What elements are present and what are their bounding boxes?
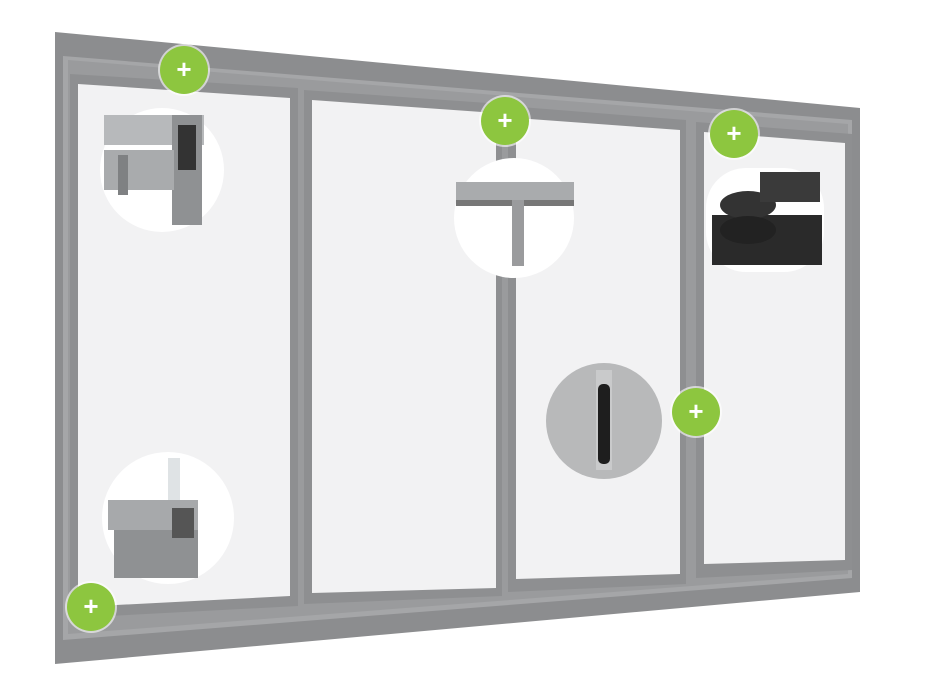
hotspot-center-joint-button[interactable]: + xyxy=(481,97,529,145)
panel-2-glass xyxy=(312,100,496,593)
plus-icon: + xyxy=(176,54,192,84)
plus-icon: + xyxy=(83,591,99,621)
detail-top-profile xyxy=(100,108,224,232)
hotspot-handle-button[interactable]: + xyxy=(672,388,720,436)
detail-roller xyxy=(706,168,824,272)
detail-handle xyxy=(546,363,662,479)
hotspot-roller-button[interactable]: + xyxy=(710,110,758,158)
plus-icon: + xyxy=(688,396,704,426)
detail-center-joint xyxy=(454,158,574,278)
plus-icon: + xyxy=(726,118,742,148)
plus-icon: + xyxy=(497,105,513,135)
detail-bottom-profile xyxy=(102,452,234,584)
hotspot-top-rail-button[interactable]: + xyxy=(160,46,208,94)
hotspot-bottom-track-button[interactable]: + xyxy=(67,583,115,631)
